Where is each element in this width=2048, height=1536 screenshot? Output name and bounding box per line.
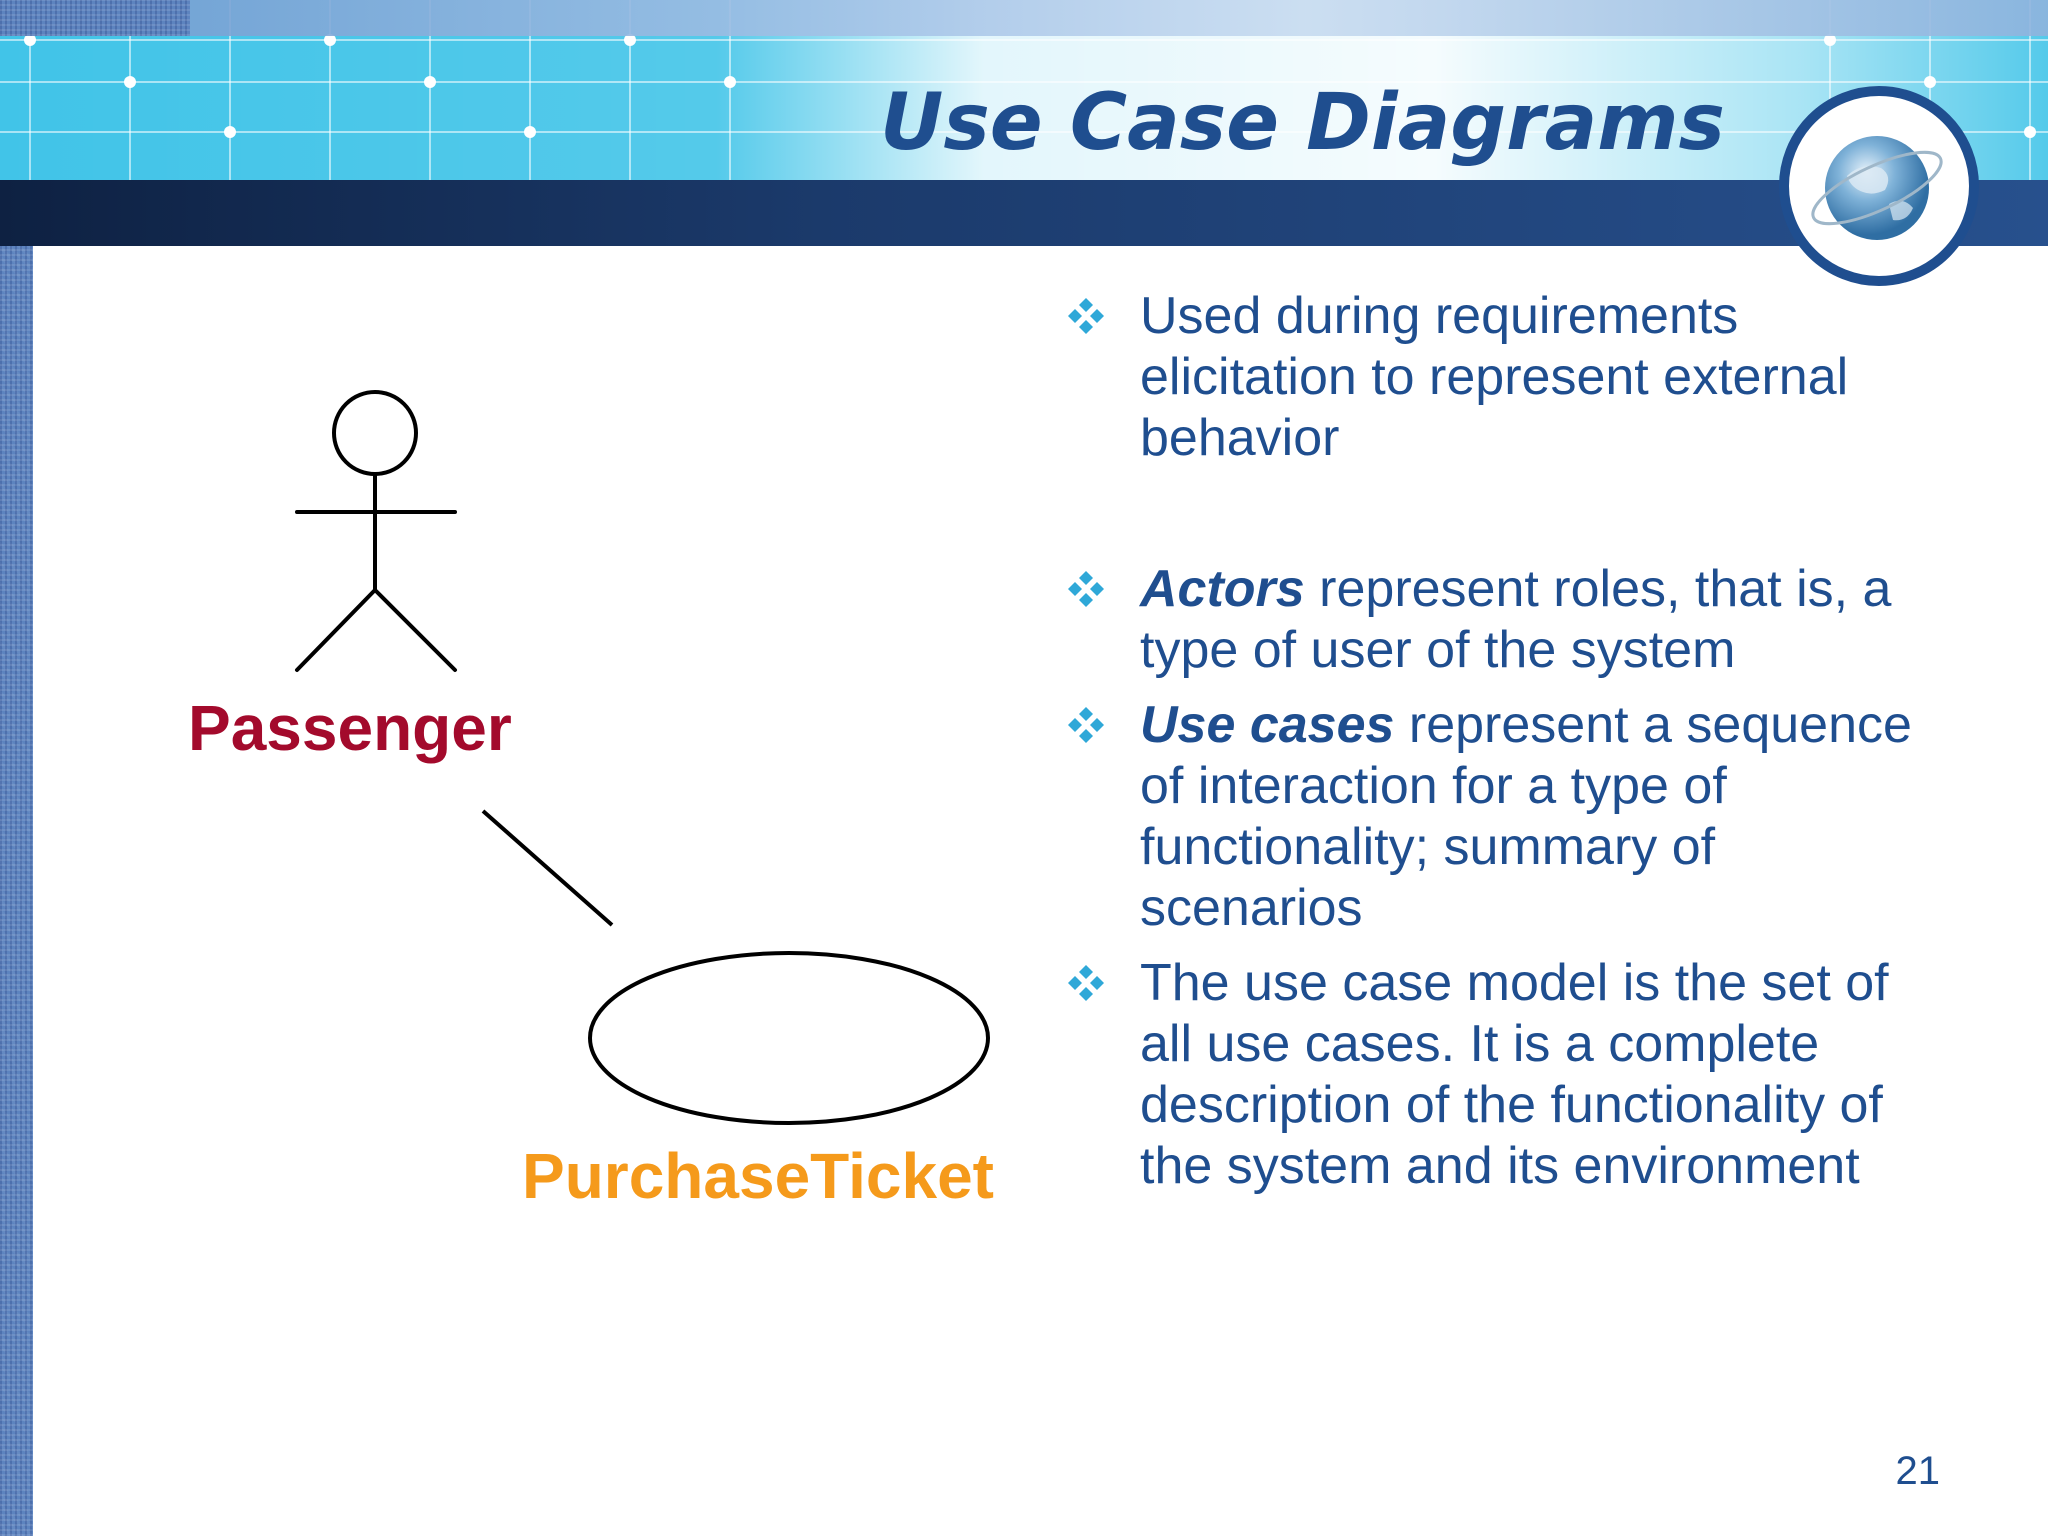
use-case-ellipse (588, 951, 990, 1125)
page-number: 21 (1895, 1449, 1941, 1493)
bullet-text: represent a sequence of interaction for … (1140, 696, 1912, 937)
bullet-item: The use case model is the set of all use… (1066, 953, 1946, 1197)
title-bar (0, 180, 2048, 246)
slide-canvas (33, 30, 2048, 1536)
header-texture-corner (0, 0, 190, 36)
bullet-item: Actors represent roles, that is, a type … (1066, 559, 1946, 681)
association-line (481, 809, 614, 927)
bullet-text: The use case model is the set of all use… (1140, 954, 1889, 1195)
header-top-strip (190, 0, 2048, 36)
bullet-text: Used during requirements elicitation to … (1140, 287, 1849, 467)
bullet-item: Use cases represent a sequence of intera… (1066, 695, 1946, 939)
four-diamond-bullet-icon (1068, 298, 1104, 334)
four-diamond-bullet-icon (1068, 571, 1104, 607)
bullet-text: represent roles, that is, a type of user… (1140, 560, 1892, 679)
bullet-item: Used during requirements elicitation to … (1066, 286, 1946, 469)
globe-icon (1779, 86, 1979, 286)
four-diamond-bullet-icon (1068, 707, 1104, 743)
four-diamond-bullet-icon (1068, 965, 1104, 1001)
bullet-list: Used during requirements elicitation to … (1066, 286, 1946, 1286)
use-case-label: PurchaseTicket (522, 1140, 994, 1212)
bullet-term: Actors (1140, 560, 1305, 618)
slide-title: Use Case Diagrams (880, 78, 1725, 168)
stick-figure-actor-icon (295, 390, 457, 672)
actor-label: Passenger (188, 692, 512, 764)
bullet-term: Use cases (1140, 696, 1395, 754)
